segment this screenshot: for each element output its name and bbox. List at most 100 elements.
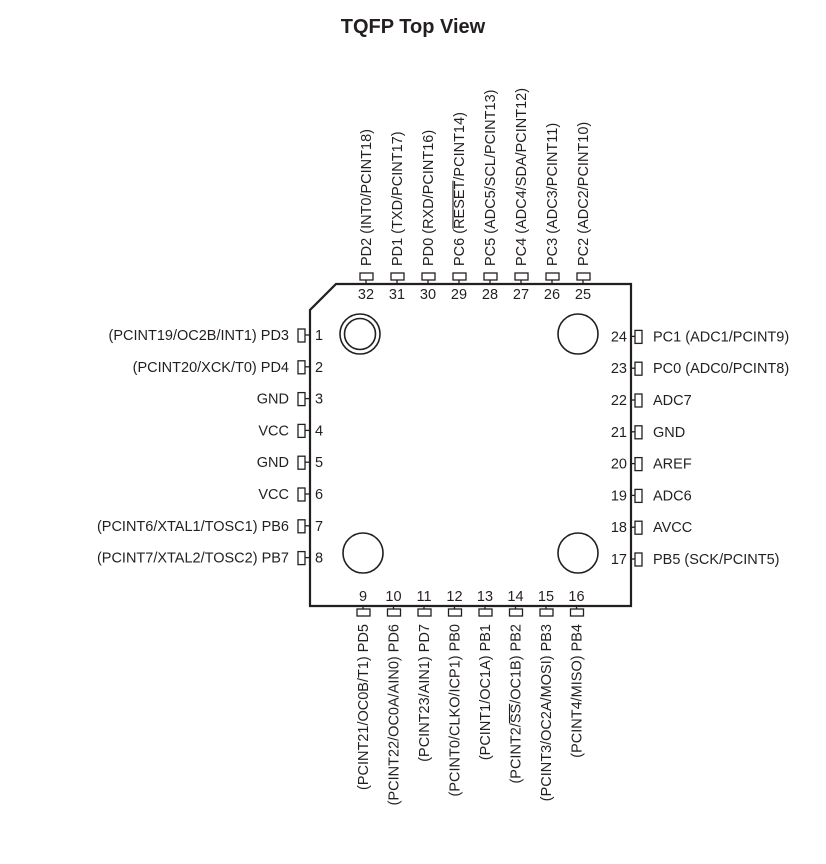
pin1-marker-inner (343, 317, 377, 351)
pin-16-pad (569, 608, 585, 617)
pin-25-pad (576, 272, 591, 281)
pin-23-pad (634, 361, 643, 376)
pin-27-label: PC4 (ADC4/SDA/PCINT12) (514, 88, 530, 266)
pin-12-label: (PCINT0/CLKO/ICP1) PB0 (448, 624, 464, 796)
pin-5-label: GND (257, 455, 289, 471)
pin-10-pad (386, 608, 402, 617)
pin-28-number: 28 (482, 287, 498, 303)
pin-7-number: 7 (315, 519, 323, 535)
pin-20-label: AREF (653, 457, 692, 473)
pin-22-number: 22 (611, 393, 627, 409)
pin-26-pad (545, 272, 560, 281)
pin-6-pad (297, 487, 306, 502)
pin-32-label: PD2 (INT0/PCINT18) (359, 129, 375, 266)
pin-15-number: 15 (538, 589, 554, 605)
pin-24-label: PC1 (ADC1/PCINT9) (653, 329, 789, 345)
pin-2-label: (PCINT20/XCK/T0) PD4 (133, 360, 289, 376)
pin-32-number: 32 (358, 287, 374, 303)
chip-package (308, 282, 633, 608)
pin-8-label: (PCINT7/XTAL2/TOSC2) PB7 (97, 551, 289, 567)
pin-11-label: (PCINT23/AIN1) PD7 (417, 624, 433, 762)
pin-11-pad (417, 608, 432, 617)
mold-dimple-bottom-left (342, 532, 384, 574)
pin-10-label: (PCINT22/OC0A/AIN0) PD6 (387, 624, 403, 805)
pin-13-number: 13 (477, 589, 493, 605)
pin-14-pad (508, 608, 524, 617)
pin-1-pad (297, 328, 306, 343)
pin-8-number: 8 (315, 551, 323, 567)
pin-22-label: ADC7 (653, 393, 692, 409)
pin-17-label: PB5 (SCK/PCINT5) (653, 552, 780, 568)
pin-30-label: PD0 (RXD/PCINT16) (421, 130, 437, 266)
pin-18-label: AVCC (653, 520, 692, 536)
pin-23-number: 23 (611, 361, 627, 377)
pin-23-label: PC0 (ADC0/PCINT8) (653, 361, 789, 377)
pin-27-pad (514, 272, 529, 281)
pin-1-number: 1 (315, 328, 323, 344)
pin-31-pad (390, 272, 405, 281)
pin-3-number: 3 (315, 392, 323, 408)
pin-21-label: GND (653, 425, 685, 441)
pin-27-number: 27 (513, 287, 529, 303)
pin-31-label: PD1 (TXD/PCINT17) (390, 131, 406, 266)
pin-30-pad (421, 272, 436, 281)
pins-layer: 1 (PCINT19/OC2B/INT1) PD3 2 (PCINT20/XCK/T0… (97, 88, 789, 805)
pin-3-label: GND (257, 392, 289, 408)
pin-26-number: 26 (544, 287, 560, 303)
pin-19-pad (634, 488, 643, 504)
pin-13-pad (478, 608, 493, 617)
pin-29-label: PC6 (RESET/PCINT14) (452, 112, 468, 266)
pin-10-number: 10 (385, 589, 401, 605)
pin-24-pad (634, 329, 643, 345)
pin-19-number: 19 (611, 488, 627, 504)
pin-28-pad (483, 272, 498, 281)
pin-4-pad (297, 423, 306, 439)
pin-21-number: 21 (611, 425, 627, 441)
pin-7-label: (PCINT6/XTAL1/TOSC1) PB6 (97, 519, 289, 535)
pin-30-number: 30 (420, 287, 436, 303)
pin-31-number: 31 (389, 287, 405, 303)
mold-dimple-top-right (557, 313, 599, 355)
pin-5-number: 5 (315, 455, 323, 471)
pin-13-label: (PCINT1/OC1A) PB1 (478, 624, 494, 760)
pin-14-number: 14 (507, 589, 523, 605)
pin-5-pad (297, 455, 306, 470)
pin-7-pad (297, 519, 306, 534)
pin-18-pad (634, 520, 643, 535)
pin-2-pad (297, 360, 306, 375)
pin-1-label: (PCINT19/OC2B/INT1) PD3 (109, 328, 290, 344)
pin-29-pad (452, 272, 467, 281)
chip-body (308, 282, 633, 608)
pin-28-label: PC5 (ADC5/SCL/PCINT13) (483, 90, 499, 266)
pin-9-pad (356, 608, 371, 617)
pin-9-number: 9 (359, 589, 367, 605)
pin-2-number: 2 (315, 360, 323, 376)
pin-17-number: 17 (611, 552, 627, 568)
pin-29-number: 29 (451, 287, 467, 303)
pin-25-number: 25 (575, 287, 591, 303)
pin-24-number: 24 (611, 329, 627, 345)
pin-15-pad (539, 608, 554, 617)
pin-12-pad (447, 608, 463, 617)
pin-3-pad (297, 391, 306, 407)
mold-dimple-bottom-right (557, 532, 599, 574)
pin-8-pad (297, 550, 306, 566)
pin-6-label: VCC (258, 487, 289, 503)
pin-9-label: (PCINT21/OC0B/T1) PD5 (356, 624, 372, 790)
pin-4-label: VCC (258, 423, 289, 439)
pin-32-pad (359, 272, 374, 281)
pin-18-number: 18 (611, 520, 627, 536)
pin1-marker-outer (339, 313, 381, 355)
pin-22-pad (634, 393, 643, 408)
pin-17-pad (634, 552, 643, 567)
pin-4-number: 4 (315, 423, 323, 439)
pin-12-number: 12 (446, 589, 462, 605)
pin-14-label: (PCINT2/SS/OC1B) PB2 (509, 624, 525, 784)
pin-11-number: 11 (416, 589, 431, 605)
pin-21-pad (634, 425, 643, 440)
pin-25-label: PC2 (ADC2/PCINT10) (576, 122, 592, 266)
pin-16-number: 16 (568, 589, 584, 605)
diagram-title: TQFP Top View (340, 16, 486, 38)
pin-20-pad (634, 456, 643, 472)
pin-16-label: (PCINT4/MISO) PB4 (570, 624, 586, 758)
